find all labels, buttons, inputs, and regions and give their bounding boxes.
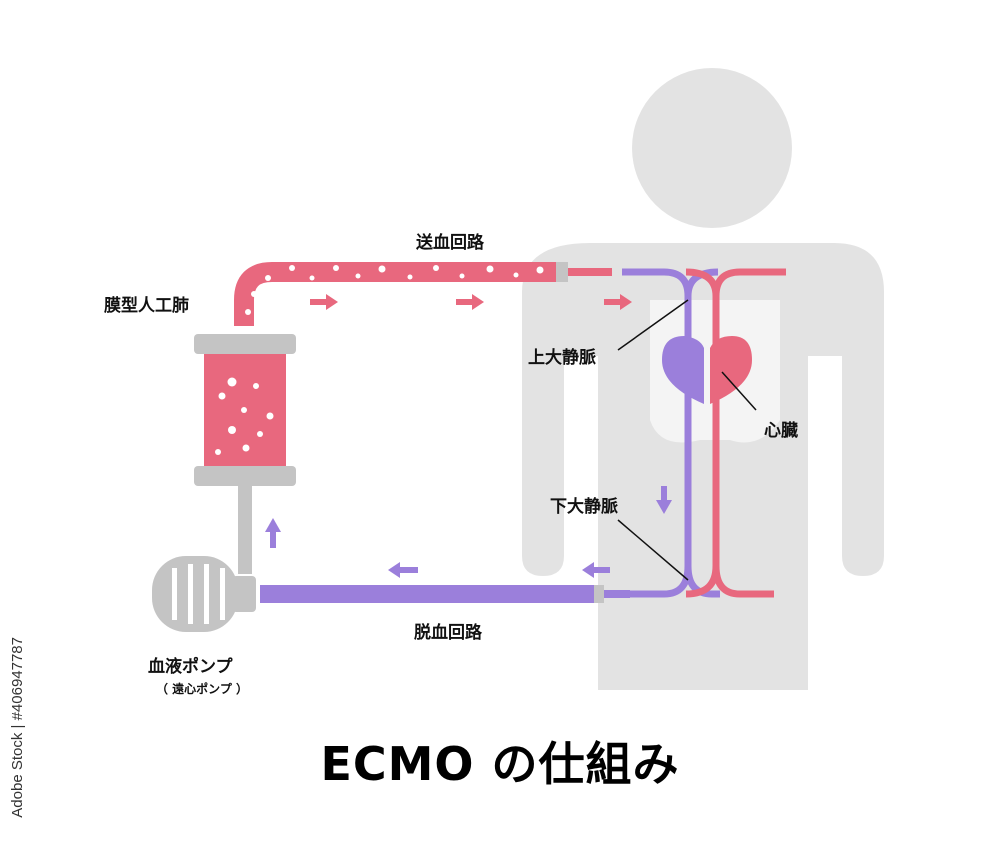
pump-connector-tube <box>238 486 252 574</box>
arrow-right-3 <box>604 294 632 310</box>
arrow-up <box>265 518 281 548</box>
drain-circuit <box>260 585 630 603</box>
heart-leader <box>721 371 757 411</box>
body-silhouette <box>522 68 884 690</box>
pump-neck <box>232 576 256 612</box>
supply-tube <box>234 262 558 326</box>
svc-branch-right <box>684 268 719 297</box>
heart-label: 心臓 <box>764 421 798 441</box>
arrow-right-1 <box>310 294 338 310</box>
pump-sublabel: （ 遠心ポンプ ） <box>156 682 248 696</box>
heart-left-half <box>710 336 752 404</box>
svc-label: 上大静脈 <box>528 348 596 368</box>
pump-label: 血液ポンプ <box>148 657 233 677</box>
ivc-label: 下大静脈 <box>550 497 618 517</box>
drain-connector <box>594 585 604 603</box>
ivc-branch-right <box>684 565 720 598</box>
blood-pump <box>152 556 256 632</box>
leader-lines <box>617 299 757 581</box>
drain-circuit-label: 脱血回路 <box>414 623 482 643</box>
pump-head <box>152 556 238 632</box>
heart <box>662 336 752 404</box>
supply-circuit <box>234 262 612 326</box>
pump-ribs <box>172 564 225 624</box>
heart-right-half <box>662 336 704 404</box>
supply-connector <box>556 262 568 282</box>
stock-credit: Adobe Stock | #406947787 <box>4 612 30 842</box>
oxygenator-top-cap <box>194 334 296 354</box>
aorta-branch-right <box>712 268 786 297</box>
oxygenator-bottom-cap <box>194 466 296 486</box>
oxygenator-label: 膜型人工肺 <box>104 296 189 316</box>
arrow-right-2 <box>456 294 484 310</box>
head <box>632 68 792 228</box>
arrow-left-1 <box>582 562 610 578</box>
ivc-leader <box>617 519 689 581</box>
diagram-title: ECMO の仕組み <box>320 737 680 791</box>
drain-tube <box>260 585 596 603</box>
svc-leader <box>617 299 689 351</box>
arrow-left-2 <box>388 562 418 578</box>
arrow-down <box>656 486 672 514</box>
iliac-right <box>712 565 774 598</box>
oxygenator <box>194 334 296 486</box>
oxygen-bubbles <box>245 265 544 315</box>
flow-arrows <box>265 294 672 578</box>
supply-circuit-label: 送血回路 <box>416 233 484 253</box>
oxygenator-bubbles <box>215 377 274 455</box>
stock-credit-text: Adobe Stock | #406947787 <box>8 636 26 818</box>
torso <box>522 243 884 690</box>
